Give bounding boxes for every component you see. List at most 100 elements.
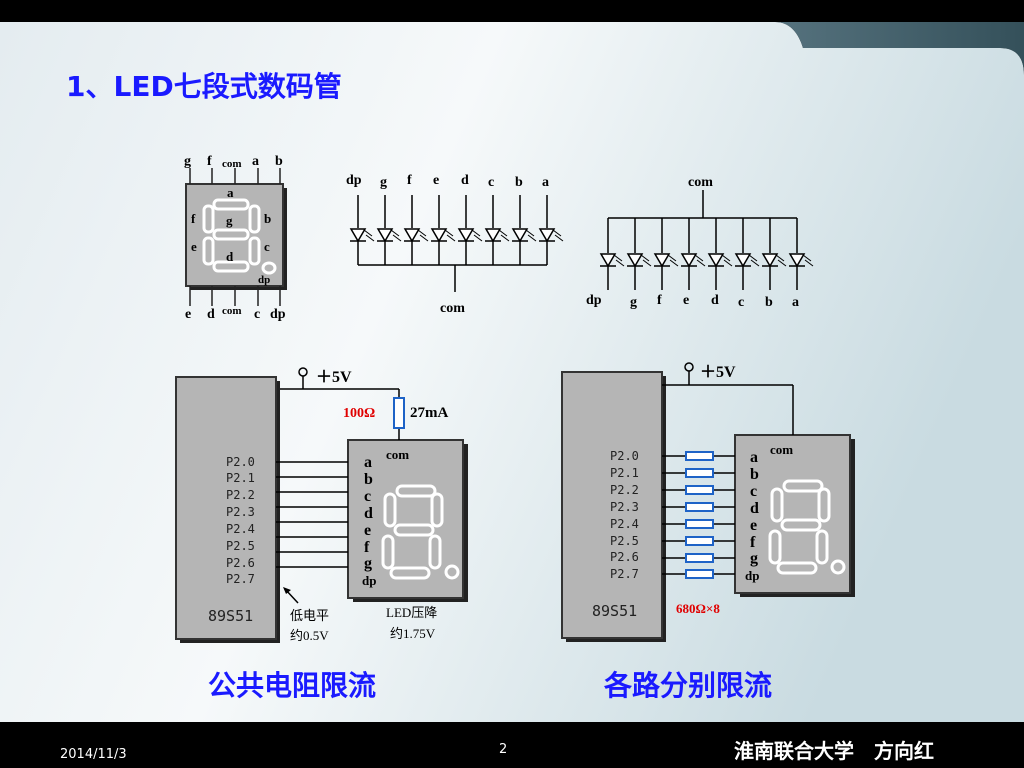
pin-top-1: f — [207, 154, 212, 169]
seg-label-dp: dp — [258, 274, 270, 286]
common-cathode-diagram — [599, 190, 814, 290]
right-seg-dp: dp — [745, 568, 759, 583]
footer-author: 淮南联合大学 方向红 — [734, 739, 934, 763]
pin-top-4: b — [275, 154, 283, 169]
left-seg-b: b — [364, 471, 373, 488]
cc-pin-1: g — [630, 295, 637, 310]
cc-pin-6: b — [765, 295, 773, 310]
right-resistor-2 — [685, 468, 714, 478]
right-chip — [561, 371, 663, 639]
right-resistor-4 — [685, 502, 714, 512]
left-port-3: P2.3 — [226, 505, 255, 519]
left-circuit — [175, 367, 468, 643]
right-resistor-3 — [685, 485, 714, 495]
right-seg-a: a — [750, 449, 758, 466]
right-seg-d: d — [750, 500, 759, 517]
right-port-6: P2.6 — [610, 550, 639, 564]
pin-bottom-2: com — [222, 305, 242, 317]
right-seg-b: b — [750, 466, 759, 483]
left-seg-a: a — [364, 454, 372, 471]
cc-pin-5: c — [738, 295, 744, 310]
cc-com-label: com — [688, 175, 713, 190]
corner-tab — [775, 22, 1024, 75]
footer-date: 2014/11/3 — [60, 747, 127, 762]
ca-pin-0: dp — [346, 173, 362, 188]
left-port-4: P2.4 — [226, 522, 255, 536]
left-seg-e: e — [364, 522, 371, 539]
right-seg-c: c — [750, 483, 757, 500]
ca-pin-4: d — [461, 173, 469, 188]
right-port-4: P2.4 — [610, 517, 639, 531]
pin-top-3: a — [252, 154, 259, 169]
ca-pin-6: b — [515, 175, 523, 190]
left-chip — [175, 376, 277, 640]
cc-pin-7: a — [792, 295, 799, 310]
left-resistor-value: 100Ω — [343, 406, 375, 421]
right-resistor-1 — [685, 451, 714, 461]
right-seg-f: f — [750, 534, 756, 551]
left-supply: ＋5V — [316, 369, 352, 386]
footer-bar — [0, 722, 1024, 768]
seg-label-f: f — [191, 211, 196, 226]
right-supply: ＋5V — [700, 364, 736, 381]
right-seg-e: e — [750, 517, 757, 534]
right-com: com — [770, 442, 793, 457]
right-resistor-6 — [685, 536, 714, 546]
cc-pin-3: e — [683, 293, 689, 308]
left-port-2: P2.2 — [226, 488, 255, 502]
left-current: 27mA — [410, 405, 448, 421]
left-port-6: P2.6 — [226, 556, 255, 570]
seg-label-a: a — [227, 185, 234, 200]
right-circuit — [561, 362, 855, 642]
seg-label-e: e — [191, 239, 197, 254]
ca-pin-7: a — [542, 175, 549, 190]
pin-bottom-3: c — [254, 307, 260, 322]
ca-com-label: com — [440, 301, 465, 316]
left-low-2: 约0.5V — [290, 628, 329, 643]
seg-label-d: d — [226, 249, 234, 264]
right-port-5: P2.5 — [610, 534, 639, 548]
right-chip-name: 89S51 — [592, 602, 637, 620]
left-port-7: P2.7 — [226, 572, 255, 586]
pin-bottom-1: d — [207, 307, 215, 322]
cc-pin-0: dp — [586, 293, 602, 308]
left-seg-f: f — [364, 539, 370, 556]
ca-pin-1: g — [380, 175, 387, 190]
pin-bottom-0: e — [185, 307, 191, 322]
seven-segment-pinout: g f com a b e d com c dp a f b g e — [184, 154, 287, 322]
left-port-0: P2.0 — [226, 455, 255, 469]
page-number: 2 — [499, 742, 507, 757]
seg-label-g: g — [226, 213, 233, 228]
seg-label-b: b — [264, 211, 271, 226]
left-seg-dp: dp — [362, 573, 376, 588]
ca-pin-2: f — [407, 173, 412, 188]
left-port-5: P2.5 — [226, 539, 255, 553]
cc-pin-2: f — [657, 293, 662, 308]
right-resistor-value: 680Ω×8 — [676, 601, 720, 616]
slide-background — [0, 22, 1024, 722]
pin-top-2: com — [222, 158, 242, 170]
pin-top-0: g — [184, 154, 191, 169]
cc-pin-4: d — [711, 293, 719, 308]
right-port-2: P2.2 — [610, 483, 639, 497]
left-seg-c: c — [364, 488, 371, 505]
right-resistor-5 — [685, 519, 714, 529]
right-port-7: P2.7 — [610, 567, 639, 581]
slide-title: 1、LED七段式数码管 — [66, 70, 342, 103]
left-led-drop-1: LED压降 — [386, 605, 437, 620]
right-resistor-7 — [685, 553, 714, 563]
right-seg-g: g — [750, 550, 758, 567]
ca-pin-5: c — [488, 175, 494, 190]
left-com: com — [386, 447, 409, 462]
left-port-1: P2.1 — [226, 471, 255, 485]
left-caption: 公共电阻限流 — [208, 669, 376, 702]
left-low-1: 低电平 — [290, 608, 329, 623]
right-port-3: P2.3 — [610, 500, 639, 514]
right-caption: 各路分别限流 — [603, 669, 772, 702]
right-port-1: P2.1 — [610, 466, 639, 480]
left-seg-g: g — [364, 555, 372, 572]
left-seg-d: d — [364, 505, 373, 522]
left-led-drop-2: 约1.75V — [390, 626, 436, 641]
right-resistor-8 — [685, 569, 714, 579]
